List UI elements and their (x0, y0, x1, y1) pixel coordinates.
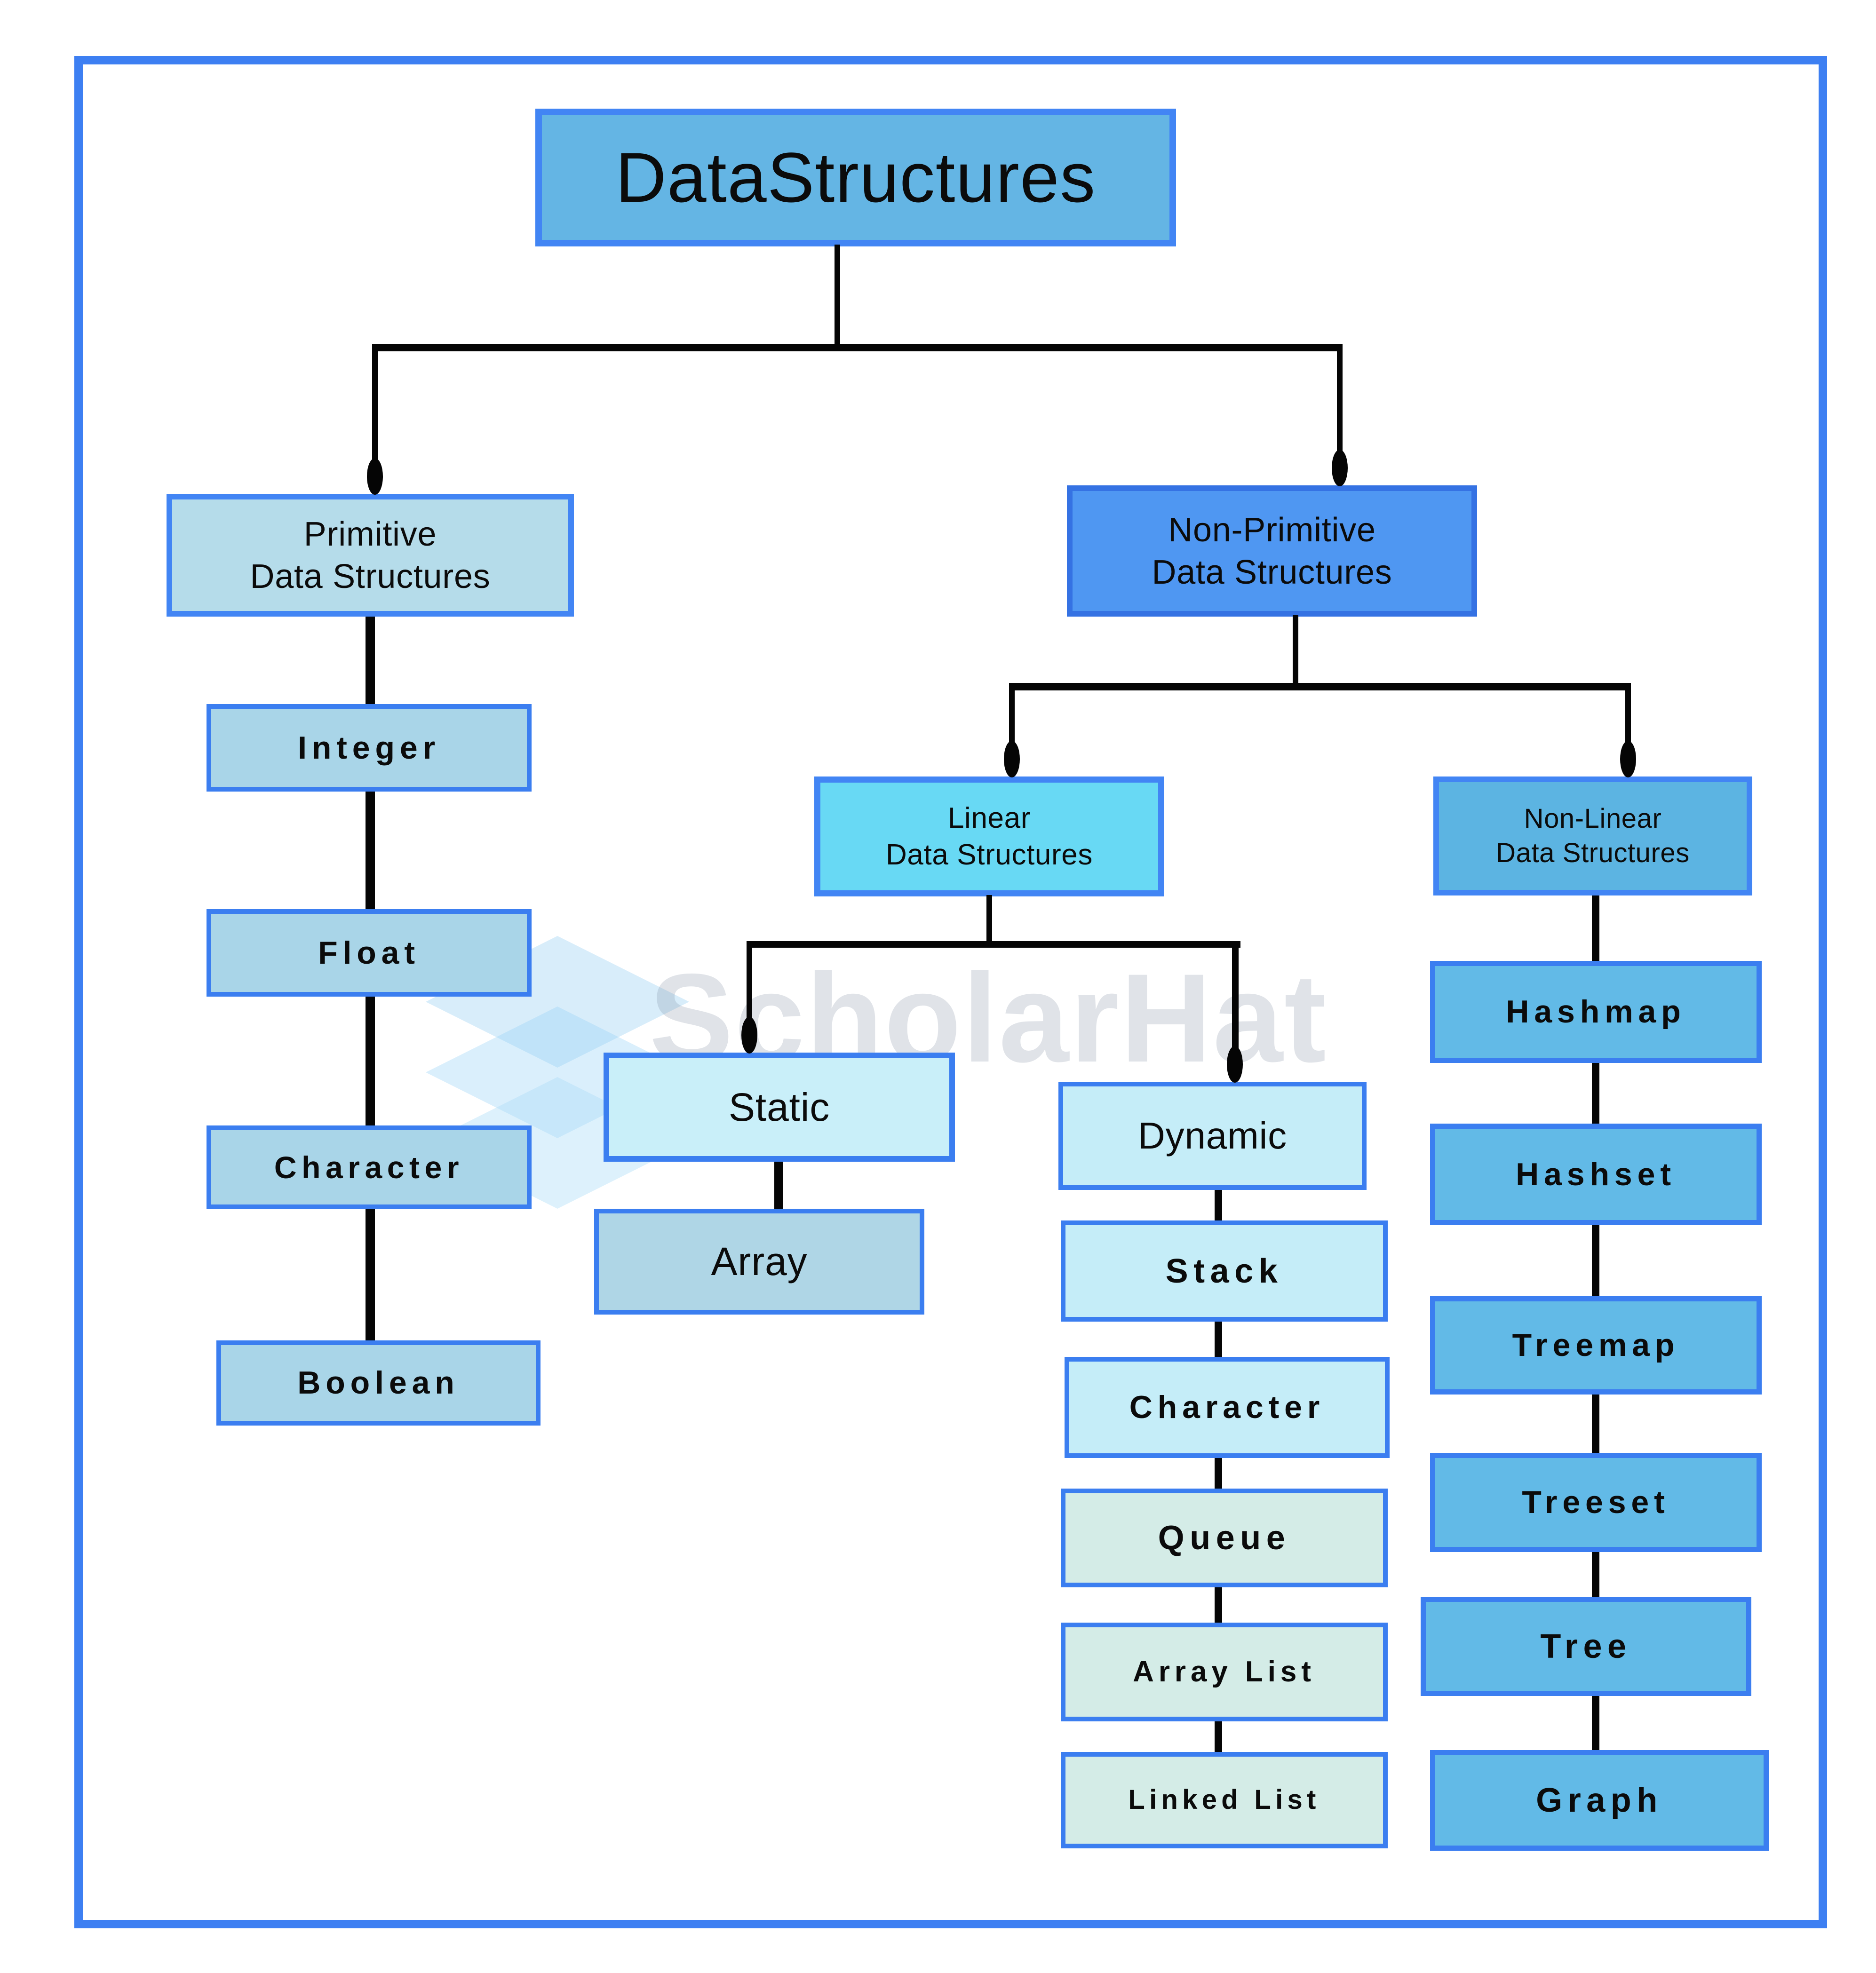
node-label-line1: Non-Primitive (1168, 511, 1376, 549)
junction-dot-nonlinear (1620, 741, 1636, 777)
node-label: Treeset (1522, 1484, 1670, 1520)
node-graph: Graph (1430, 1750, 1769, 1851)
connector-to-linear (1009, 683, 1015, 746)
node-integer: Integer (207, 704, 532, 792)
junction-dot-primitive (367, 458, 383, 495)
node-nonprimitive-data-structures: Non-Primitive Data Structures (1067, 485, 1477, 617)
node-linear-data-structures: Linear Data Structures (814, 777, 1164, 896)
connector-character-boolean (366, 1209, 375, 1340)
node-array: Array (594, 1209, 924, 1315)
node-tree: Tree (1421, 1597, 1751, 1696)
node-primitive-data-structures: Primitive Data Structures (167, 494, 574, 617)
connector-to-static (747, 941, 752, 1020)
node-label: Tree (1540, 1627, 1632, 1665)
connector-nonlinear-hashmap (1592, 895, 1599, 961)
node-linked-list: Linked List (1061, 1752, 1388, 1848)
node-stack: Stack (1061, 1220, 1388, 1322)
node-label: Queue (1158, 1519, 1291, 1557)
connector-stack-character (1215, 1322, 1222, 1357)
connector-dynamic-stack (1215, 1190, 1222, 1220)
node-label: Character (274, 1149, 464, 1185)
node-array-list: Array List (1061, 1623, 1388, 1721)
node-label: Stack (1165, 1252, 1283, 1290)
connector-tree-graph (1592, 1696, 1599, 1750)
connector-integer-float (366, 792, 375, 909)
junction-dot-nonprimitive (1332, 450, 1348, 486)
junction-dot-static (741, 1017, 757, 1054)
node-nonlinear-data-structures: Non-Linear Data Structures (1433, 777, 1752, 895)
node-label: Float (318, 935, 420, 971)
node-dynamic: Dynamic (1058, 1082, 1367, 1190)
node-boolean: Boolean (216, 1340, 541, 1426)
node-label-line2: Data Structures (250, 557, 491, 595)
connector-queue-arraylist (1215, 1587, 1222, 1623)
node-float: Float (207, 909, 532, 997)
outer-frame (74, 56, 1827, 1928)
node-label: Boolean (297, 1365, 460, 1401)
connector-linear-hbar (749, 941, 1240, 948)
connector-hashmap-hashset (1592, 1063, 1599, 1124)
node-label: Hashmap (1506, 994, 1686, 1030)
connector-title-stem (835, 245, 840, 348)
node-label: Hashset (1516, 1156, 1676, 1192)
connector-to-nonprimitive (1337, 344, 1343, 453)
connector-hashset-treemap (1592, 1225, 1599, 1296)
node-treemap: Treemap (1430, 1296, 1762, 1395)
node-label-line2: Data Structures (885, 838, 1093, 871)
node-hashmap: Hashmap (1430, 961, 1762, 1063)
connector-nonprimitive-stem (1293, 615, 1298, 687)
connector-treemap-treeset (1592, 1395, 1599, 1453)
node-label: Integer (298, 729, 440, 766)
node-hashset: Hashset (1430, 1124, 1762, 1225)
junction-dot-dynamic (1227, 1046, 1243, 1083)
connector-static-array (774, 1162, 783, 1209)
node-label: Treemap (1512, 1327, 1680, 1363)
node-label-line2: Data Structures (1152, 553, 1392, 591)
node-label: Linked List (1128, 1784, 1320, 1815)
node-treeset: Treeset (1430, 1453, 1762, 1552)
node-label: Array (711, 1239, 808, 1284)
connector-nonprimitive-hbar (1012, 683, 1631, 690)
node-label: Static (728, 1085, 830, 1129)
connector-to-nonlinear (1625, 683, 1631, 746)
connector-character-queue (1215, 1458, 1222, 1489)
node-label-line1: Non-Linear (1524, 803, 1662, 834)
connector-primitive-integer (366, 617, 375, 704)
node-queue: Queue (1061, 1489, 1388, 1587)
junction-dot-linear (1004, 741, 1020, 777)
connector-to-dynamic (1232, 941, 1239, 1049)
node-label: DataStructures (615, 137, 1096, 217)
connector-title-hbar (375, 344, 1343, 351)
node-label: Graph (1536, 1782, 1663, 1819)
connector-arraylist-linkedlist (1215, 1721, 1222, 1752)
node-label: Array List (1133, 1656, 1316, 1688)
connector-float-character (366, 997, 375, 1125)
node-label: Dynamic (1138, 1115, 1287, 1157)
node-character-primitive: Character (207, 1125, 532, 1209)
node-datastructures: DataStructures (535, 109, 1176, 246)
node-label-line1: Linear (947, 802, 1031, 834)
node-character-dynamic: Character (1065, 1357, 1390, 1458)
connector-treeset-tree (1592, 1552, 1599, 1597)
connector-linear-stem (986, 895, 992, 945)
node-label: Character (1129, 1389, 1325, 1425)
connector-to-primitive (372, 344, 378, 461)
node-static: Static (604, 1053, 955, 1162)
node-label-line1: Primitive (303, 515, 437, 553)
node-label-line2: Data Structures (1496, 837, 1690, 868)
